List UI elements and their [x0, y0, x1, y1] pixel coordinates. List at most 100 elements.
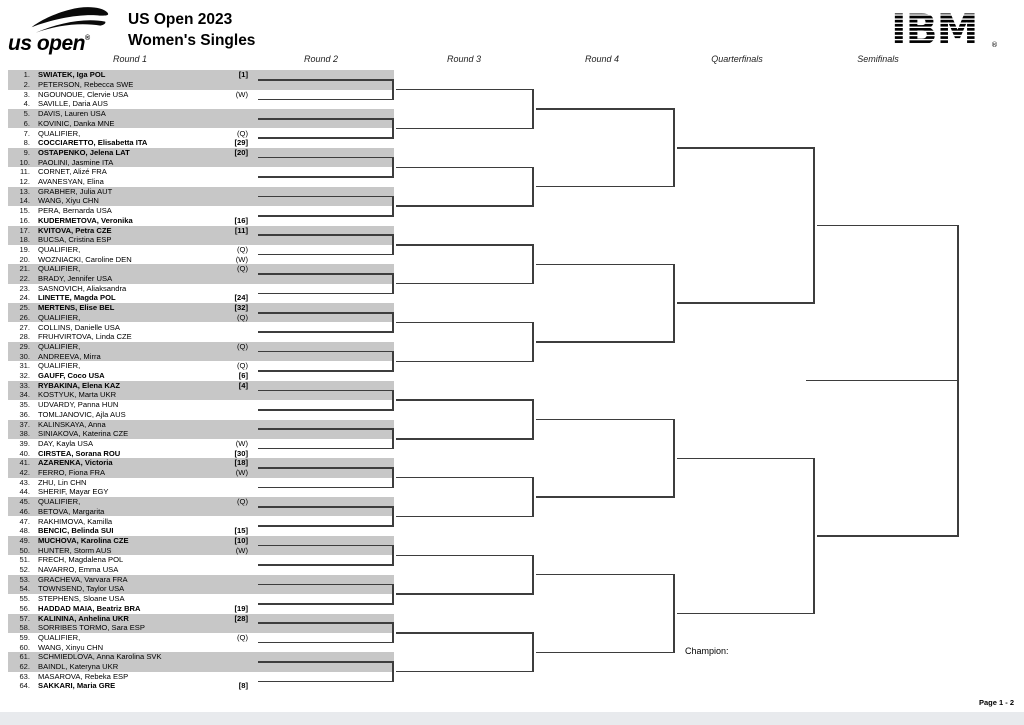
draw-row: 26. QUALIFIER, (Q)	[0, 313, 400, 323]
row-shading-band	[8, 613, 394, 633]
bracket-line-horizontal	[396, 360, 533, 363]
row-shading-band	[8, 419, 394, 439]
seed-tag: [24]	[234, 293, 248, 303]
seed-tag: [1]	[238, 70, 248, 80]
bracket-line-horizontal	[396, 282, 533, 285]
bracket-line-vertical	[532, 244, 534, 285]
bracket-line-horizontal	[258, 661, 393, 663]
bracket-line-vertical	[392, 312, 394, 333]
row-number: 53.	[19, 574, 30, 584]
row-number: 49.	[19, 535, 30, 545]
bracket-line-horizontal	[258, 312, 393, 314]
bracket-line-horizontal	[396, 438, 533, 440]
row-number: 11.	[20, 167, 30, 177]
bracket-line-vertical	[392, 583, 394, 605]
draw-row: 43. ZHU, Lin CHN	[0, 478, 400, 488]
bracket-line-horizontal	[258, 583, 393, 586]
bracket-line-horizontal	[258, 273, 393, 275]
bracket-line-vertical	[532, 554, 534, 595]
bracket-line-horizontal	[536, 341, 674, 343]
seed-tag: [18]	[234, 458, 248, 468]
bracket-line-horizontal	[258, 447, 393, 450]
seed-tag: [19]	[234, 603, 248, 613]
seed-tag: (W)	[235, 89, 248, 99]
row-number: 41.	[19, 458, 30, 468]
draw-row: 60. WANG, Xinyu CHN	[0, 643, 400, 653]
bracket-line-horizontal	[396, 399, 533, 401]
bracket-line-horizontal	[536, 573, 674, 576]
player-name: BUCSA, Cristina ESP	[38, 235, 112, 245]
bracket-line-vertical	[673, 108, 675, 188]
draw-row: 34. KOSTYUK, Marta UKR	[0, 390, 400, 400]
player-name: SORRIBES TORMO, Sara ESP	[38, 623, 145, 633]
draw-row: 25. MERTENS, Elise BEL [32]	[0, 303, 400, 313]
seed-tag: (Q)	[237, 264, 248, 274]
seed-tag: [28]	[234, 613, 248, 623]
draw-row: 22. BRADY, Jennifer USA	[0, 274, 400, 284]
draw-row: 57. KALININA, Anhelina UKR [28]	[0, 614, 400, 624]
column-header-round-4: Round 4	[584, 54, 620, 64]
bracket-line-horizontal	[396, 205, 533, 207]
draw-row: 19. QUALIFIER, (Q)	[0, 245, 400, 255]
draw-row: 49. MUCHOVA, Karolina CZE [10]	[0, 536, 400, 546]
seed-tag: (Q)	[237, 244, 248, 254]
row-number: 17.	[19, 225, 30, 235]
us-open-swoosh-icon	[31, 7, 109, 33]
bracket-line-horizontal	[258, 564, 393, 566]
bracket-line-horizontal	[396, 476, 533, 479]
bracket-line-vertical	[532, 632, 534, 673]
player-name: QUALIFIER,	[38, 264, 81, 274]
row-number: 39.	[19, 438, 30, 448]
column-header-round-2: Round 2	[303, 54, 339, 64]
player-name: TOWNSEND, Taylor USA	[38, 584, 125, 594]
row-number: 1.	[23, 70, 30, 80]
row-number: 9.	[23, 147, 30, 157]
bracket-line-vertical	[392, 622, 394, 644]
row-shading-band	[8, 147, 394, 168]
row-number: 10.	[19, 157, 30, 167]
row-shading-band	[8, 497, 394, 517]
player-name: KUDERMETOVA, Veronika	[38, 215, 133, 225]
draw-row: 18. BUCSA, Cristina ESP	[0, 235, 400, 245]
row-number: 32.	[19, 371, 30, 380]
draw-row: 29. QUALIFIER, (Q)	[0, 342, 400, 352]
bracket-line-horizontal	[536, 108, 674, 110]
bracket-line-horizontal	[258, 506, 393, 508]
bracket-line-horizontal	[258, 137, 393, 139]
row-shading-band	[8, 652, 394, 672]
player-name: WANG, Xinyu CHN	[38, 642, 104, 652]
seed-tag: [32]	[234, 303, 248, 313]
player-name: SASNOVICH, Aliaksandra	[38, 283, 127, 293]
bracket-line-vertical	[392, 156, 394, 178]
row-number: 18.	[19, 235, 30, 245]
bracket-line-horizontal	[396, 127, 533, 130]
bracket-line-horizontal	[258, 350, 393, 353]
seed-tag: (Q)	[237, 632, 248, 642]
bracket-line-horizontal	[258, 409, 393, 411]
seed-tag: [6]	[238, 371, 248, 380]
player-name: AZARENKA, Victoria	[38, 458, 113, 468]
bracket-line-vertical	[813, 457, 815, 615]
player-name: QUALIFIER,	[38, 312, 81, 322]
draw-row: 50. HUNTER, Storm AUS (W)	[0, 546, 400, 556]
row-number: 63.	[19, 671, 30, 681]
player-name: QUALIFIER,	[38, 632, 81, 642]
seed-tag: (Q)	[237, 341, 248, 351]
row-number: 21.	[19, 264, 30, 274]
bracket-line-horizontal	[677, 612, 814, 615]
seed-tag: [30]	[234, 448, 248, 458]
row-number: 2.	[23, 80, 30, 89]
row-number: 46.	[19, 506, 30, 516]
row-number: 4.	[23, 99, 30, 109]
bracket-line-horizontal	[677, 302, 814, 304]
seed-tag: (Q)	[237, 361, 248, 371]
player-name: BAINDL, Kateryna UKR	[38, 662, 119, 671]
ibm-logo-icon: IBM ®	[891, 11, 998, 49]
bracket-line-horizontal	[258, 544, 393, 547]
row-number: 58.	[19, 623, 30, 633]
bracket-line-horizontal	[396, 244, 533, 246]
row-number: 33.	[19, 380, 30, 390]
player-name: PAOLINI, Jasmine ITA	[38, 157, 114, 167]
bracket-line-horizontal	[258, 234, 393, 236]
